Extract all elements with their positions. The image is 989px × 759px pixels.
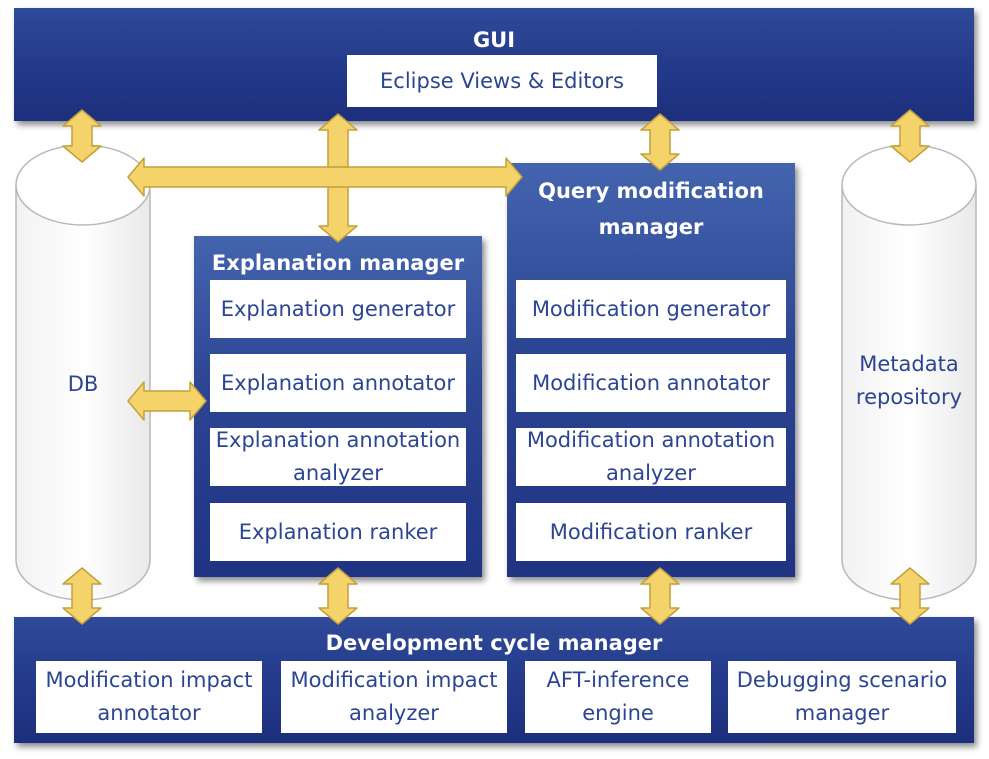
modification-ranker-box: Modification ranker [516, 503, 786, 561]
arrow-gui-query-modification [640, 113, 680, 171]
arrow-metadata-development-cycle [890, 567, 930, 625]
modification-generator-box: Modification generator [516, 280, 786, 338]
modification-annotation-analyzer-box: Modification annotation analyzer [516, 428, 786, 486]
development-cycle-manager-title: Development cycle manager [325, 631, 663, 655]
explanation-ranker-box: Explanation ranker [210, 503, 466, 561]
metadata-cylinder [841, 144, 977, 601]
gui-title: GUI [472, 28, 516, 52]
arrow-db-explanation-annotator [127, 381, 207, 421]
gui-band: GUI Eclipse Views & Editors [14, 8, 974, 121]
arrow-explanation-development-cycle [318, 567, 358, 625]
modification-impact-annotator-box: Modification impact annotator [36, 661, 262, 733]
arrow-gui-db [62, 109, 102, 163]
eclipse-views-editors-box: Eclipse Views & Editors [347, 55, 657, 107]
query-modification-manager-panel: Query modification manager Modification … [507, 163, 795, 577]
explanation-annotator-box: Explanation annotator [210, 354, 466, 412]
explanation-manager-panel: Explanation manager Explanation generato… [194, 236, 482, 577]
explanation-annotation-analyzer-box: Explanation annotation analyzer [210, 428, 466, 486]
arrow-db-development-cycle [62, 567, 102, 625]
debugging-scenario-manager-box: Debugging scenario manager [728, 661, 956, 733]
query-modification-manager-title: Query modification manager [538, 179, 764, 239]
explanation-manager-title: Explanation manager [211, 251, 465, 275]
explanation-generator-box: Explanation generator [210, 280, 466, 338]
development-cycle-manager-band: Development cycle manager Modification i… [14, 617, 974, 743]
arrow-gui-metadata [890, 109, 930, 163]
metadata-repository-label: Metadata repository [855, 352, 963, 409]
arrow-query-modification-development-cycle [640, 567, 680, 625]
db-label: DB [67, 372, 99, 396]
modification-impact-analyzer-box: Modification impact analyzer [281, 661, 507, 733]
modification-annotator-box: Modification annotator [516, 354, 786, 412]
arrow-db-query-modification [127, 157, 523, 197]
aft-inference-engine-box: AFT-inference engine [525, 661, 711, 733]
